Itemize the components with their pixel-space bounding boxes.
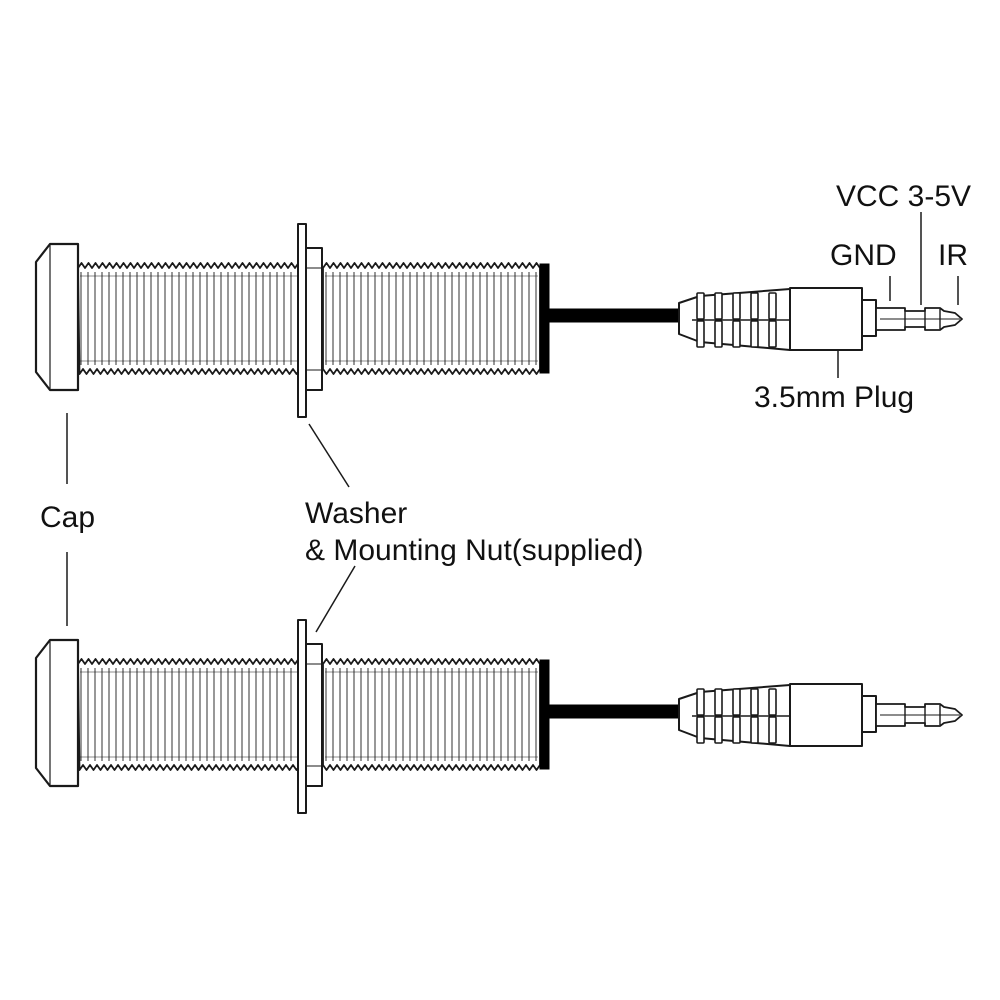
threaded-shaft-right-2 — [322, 658, 541, 771]
grip-grooves-2 — [692, 688, 790, 744]
label-plug: 3.5mm Plug — [754, 381, 915, 414]
label-gnd: GND — [830, 239, 897, 272]
plug-barrel-2 — [789, 683, 863, 747]
leader-washer-top — [308, 423, 350, 488]
end-collar-1 — [539, 263, 550, 374]
cable-2 — [548, 704, 680, 719]
mounting-nut-2 — [305, 643, 323, 787]
plug-barrel-1 — [789, 287, 863, 351]
threaded-shaft-left-2 — [77, 658, 301, 771]
threaded-shaft-left-1 — [77, 262, 301, 375]
mounting-nut-1 — [305, 247, 323, 391]
receiver-assembly-2 — [34, 619, 963, 814]
cap-2 — [34, 638, 80, 788]
cable-1 — [548, 308, 680, 323]
label-vcc: VCC 3-5V — [836, 180, 972, 213]
label-washer: Washer — [305, 497, 408, 530]
label-mounting-nut: & Mounting Nut(supplied) — [305, 534, 644, 567]
washer-2 — [297, 619, 307, 814]
plug-collar-1 — [861, 299, 877, 337]
end-collar-2 — [539, 659, 550, 770]
label-cap: Cap — [40, 501, 96, 534]
washer-1 — [297, 223, 307, 418]
threaded-shaft-right-1 — [322, 262, 541, 375]
grip-grooves-1 — [692, 292, 790, 348]
cap-1 — [34, 242, 80, 392]
receiver-assembly-1 — [34, 223, 963, 418]
plug-collar-2 — [861, 695, 877, 733]
label-ir: IR — [938, 239, 968, 272]
leader-washer-bottom — [315, 565, 356, 633]
thread-lines-1 — [80, 272, 537, 365]
thread-lines-2 — [80, 668, 537, 761]
